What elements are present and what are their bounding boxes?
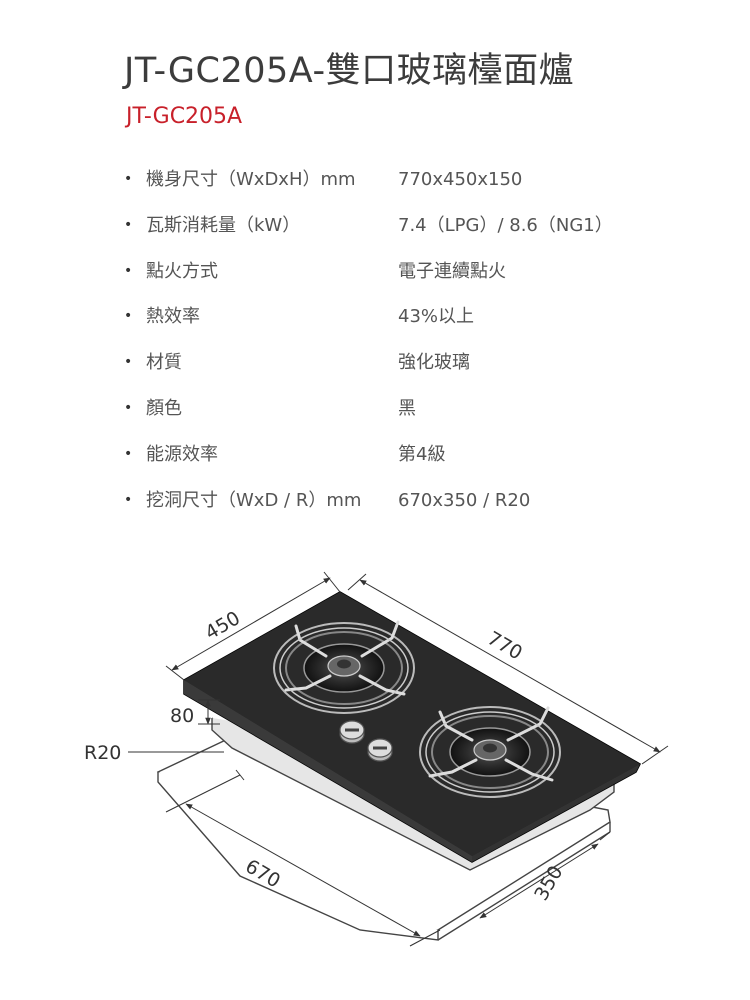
bullet-icon: • [124, 308, 133, 325]
spec-value: 7.4（LPG）/ 8.6（NG1） [398, 214, 613, 236]
spec-list: • 機身尺寸（WxDxH）mm 770x450x150 • 瓦斯消耗量（kW） … [124, 168, 724, 534]
spec-label: 瓦斯消耗量（kW） [146, 214, 301, 236]
knob-right [367, 738, 393, 762]
spec-label: 挖洞尺寸（WxD / R）mm [146, 489, 362, 511]
bullet-icon: • [124, 354, 133, 371]
spec-row-body-size: • 機身尺寸（WxDxH）mm 770x450x150 [124, 168, 724, 214]
bullet-icon: • [124, 171, 133, 187]
spec-value: 43%以上 [398, 306, 475, 328]
model-number: JT-GC205A [126, 104, 243, 129]
spec-value: 強化玻璃 [398, 352, 470, 374]
spec-label: 機身尺寸（WxDxH）mm [146, 169, 356, 190]
spec-row-gas-consumption: • 瓦斯消耗量（kW） 7.4（LPG）/ 8.6（NG1） [124, 214, 724, 260]
dimension-lines [128, 571, 669, 947]
bullet-icon: • [124, 445, 133, 462]
spec-row-efficiency: • 熱效率 43%以上 [124, 305, 724, 351]
spec-label: 顏色 [146, 397, 182, 419]
spec-value: 黑 [398, 397, 416, 419]
spec-label: 能源效率 [146, 443, 218, 465]
spec-row-energy-grade: • 能源效率 第4級 [124, 443, 724, 489]
bullet-icon: • [124, 491, 133, 508]
spec-value: 電子連續點火 [398, 260, 506, 282]
product-title: JT-GC205A-雙口玻璃檯面爐 [124, 51, 575, 91]
spec-row-material: • 材質 強化玻璃 [124, 351, 724, 397]
spec-row-ignition: • 點火方式 電子連續點火 [124, 260, 724, 306]
dim-height-label: 80 [170, 705, 194, 727]
dim-width-label: 770 [484, 627, 526, 664]
spec-value: 第4級 [398, 443, 446, 465]
bullet-icon: • [124, 262, 133, 279]
dim-radius-label: R20 [84, 742, 121, 764]
dim-depth-label: 450 [202, 607, 244, 644]
bullet-icon: • [124, 399, 133, 416]
spec-row-cutout-size: • 挖洞尺寸（WxD / R）mm 670x350 / R20 [124, 489, 724, 535]
bullet-icon: • [124, 216, 133, 233]
spec-label: 材質 [146, 352, 182, 374]
spec-label: 熱效率 [146, 306, 200, 328]
spec-row-color: • 顏色 黑 [124, 397, 724, 443]
spec-value: 770x450x150 [398, 169, 523, 190]
spec-value: 670x350 / R20 [398, 489, 531, 511]
spec-label: 點火方式 [146, 260, 218, 282]
dimension-drawing: 450 770 80 R20 670 350 [84, 571, 669, 947]
knob-left [339, 720, 365, 744]
